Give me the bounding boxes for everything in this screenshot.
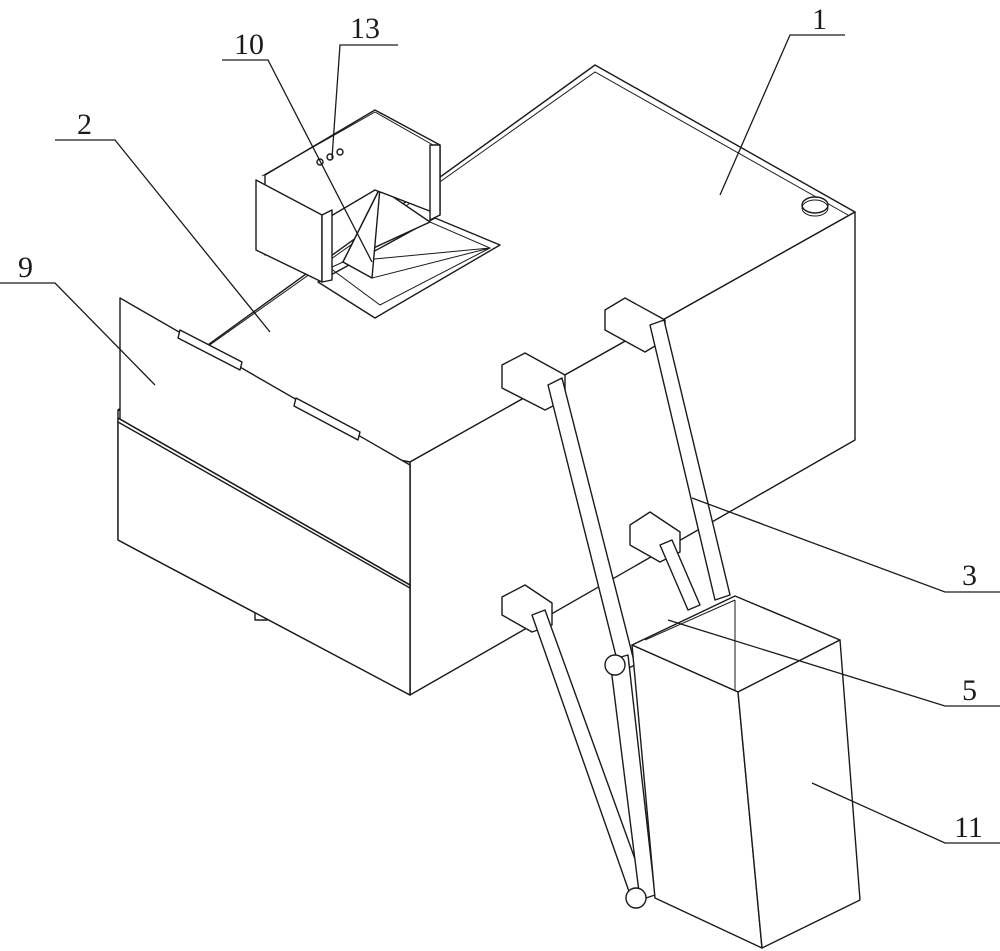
sensor-dot <box>336 148 344 156</box>
leader-5 <box>667 619 1000 707</box>
callout-13: 13 <box>350 12 380 45</box>
hopper <box>255 109 501 319</box>
sensor-dot <box>326 153 334 161</box>
leader-10 <box>222 59 373 263</box>
leader-13 <box>331 44 398 159</box>
leader-9 <box>0 282 156 386</box>
bucket-right-face <box>737 639 861 949</box>
knob <box>801 196 829 214</box>
callout-11: 11 <box>954 811 983 844</box>
callout-1: 1 <box>812 3 827 36</box>
linkage-arms <box>501 297 731 909</box>
callout-5: 5 <box>962 674 977 707</box>
leader-11 <box>811 782 1000 844</box>
pivot <box>625 887 647 909</box>
leader-2 <box>55 139 271 333</box>
callout-9: 9 <box>18 251 33 284</box>
leader-3 <box>691 497 1000 593</box>
callout-labels: 1 2 3 5 9 10 11 13 <box>18 3 983 844</box>
callout-2: 2 <box>77 108 92 141</box>
front-panel <box>117 297 411 696</box>
bucket <box>631 595 861 949</box>
leader-lines <box>0 34 1000 844</box>
pivot <box>604 654 626 676</box>
leader-1 <box>719 34 845 196</box>
callout-10: 10 <box>234 28 264 61</box>
callout-3: 3 <box>962 559 977 592</box>
